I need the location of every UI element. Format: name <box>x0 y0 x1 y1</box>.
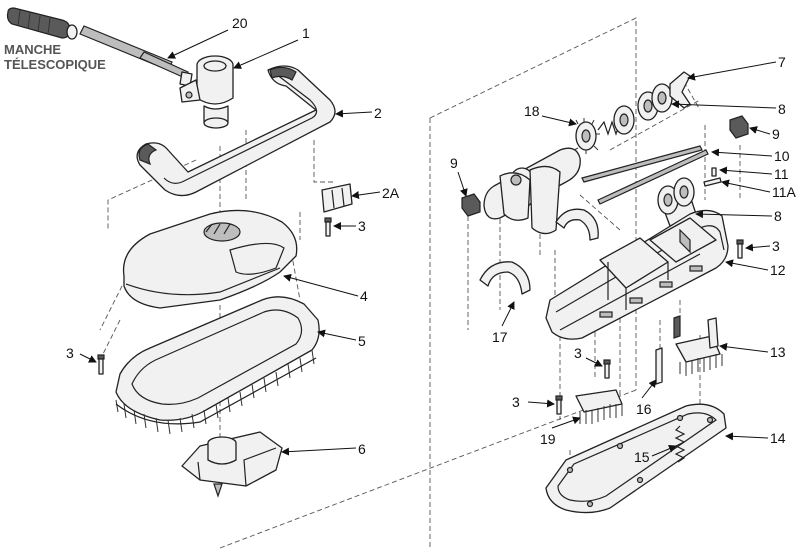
shield-left <box>479 261 531 295</box>
screw-right-lower <box>555 395 563 415</box>
callout-11a: 11A <box>772 184 797 200</box>
callout-8-b: 8 <box>774 208 782 224</box>
strip-16 <box>655 347 663 385</box>
roller-drum <box>483 147 581 235</box>
screw-left-upper <box>324 217 332 237</box>
callout-3-b: 3 <box>66 345 74 361</box>
handle-label-line2: TÉLESCOPIQUE <box>4 57 106 72</box>
spring-rod <box>674 425 686 463</box>
bearing-block-right <box>729 115 749 139</box>
handle-frame <box>136 65 336 197</box>
gear-large <box>573 118 600 154</box>
callout-20: 20 <box>232 15 248 31</box>
callout-16: 16 <box>636 401 652 417</box>
leader-lines <box>79 29 777 457</box>
callout-9-b: 9 <box>450 155 458 171</box>
callout-18: 18 <box>524 103 540 119</box>
base-connector <box>181 431 283 498</box>
callout-17: 17 <box>492 329 508 345</box>
callout-6: 6 <box>358 441 366 457</box>
callout-2: 2 <box>374 105 382 121</box>
callout-3-a: 3 <box>358 218 366 234</box>
handle-label: MANCHE TÉLESCOPIQUE <box>4 42 106 72</box>
callout-9-a: 9 <box>772 126 780 142</box>
screw-left-lower <box>97 354 105 375</box>
bearing-block-left <box>461 193 481 217</box>
callout-1: 1 <box>302 25 310 41</box>
callout-10: 10 <box>774 148 790 164</box>
swivel-connector <box>179 55 234 129</box>
screw-right-upper <box>736 239 744 259</box>
callout-2a: 2A <box>382 185 400 201</box>
side-brush <box>673 315 723 376</box>
pin-11 <box>711 167 717 177</box>
callout-12: 12 <box>770 262 786 278</box>
gear-set-upper <box>613 83 673 135</box>
bottom-plate <box>545 403 727 514</box>
chassis <box>545 209 729 340</box>
callout-3-c: 3 <box>772 238 780 254</box>
callout-15: 15 <box>634 449 650 465</box>
clip-2a <box>321 183 353 213</box>
callout-3-d: 3 <box>574 345 582 361</box>
callout-14: 14 <box>770 430 786 446</box>
callout-13: 13 <box>770 344 786 360</box>
handle-label-line1: MANCHE <box>4 42 61 57</box>
fork-bracket <box>669 71 691 109</box>
callout-11: 11 <box>774 166 789 182</box>
callout-3-e: 3 <box>512 394 520 410</box>
shield-right <box>555 208 599 241</box>
callout-5: 5 <box>358 333 366 349</box>
screw-right-middle <box>603 359 611 379</box>
callout-4: 4 <box>360 288 368 304</box>
brush-frame <box>115 296 320 435</box>
top-cover <box>122 209 298 309</box>
telescopic-handle <box>6 7 193 87</box>
callout-numbers: 20 1 2 2A 3 4 3 5 6 7 8 18 9 9 10 11 11A… <box>66 15 797 465</box>
gear-pair-lower <box>657 177 697 227</box>
pin-11a <box>703 177 722 187</box>
callout-8-a: 8 <box>778 101 786 117</box>
callout-7: 7 <box>778 54 786 70</box>
axle <box>581 145 709 205</box>
spring <box>597 120 621 136</box>
callout-19: 19 <box>540 431 556 447</box>
front-brush <box>575 389 623 424</box>
